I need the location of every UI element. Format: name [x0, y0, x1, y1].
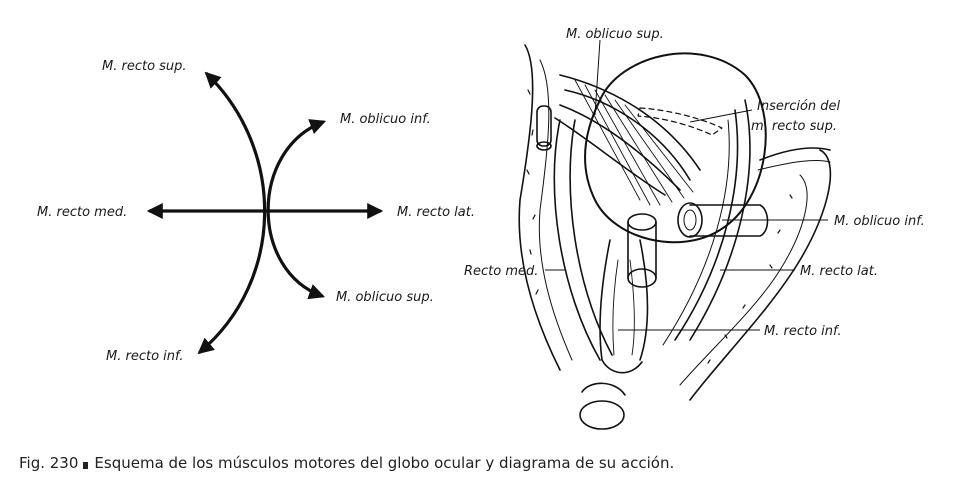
figure-caption: Fig. 230 Esquema de los músculos motores … — [19, 454, 674, 472]
oblicuo-arc-arrow — [266, 119, 326, 300]
label-oblicuo-sup: M. oblicuo sup. — [336, 290, 434, 305]
label-recto-inf-illus: M. recto inf. — [764, 324, 842, 339]
label-insercion-2: m. recto sup. — [751, 119, 837, 134]
bullet-square-icon — [83, 462, 89, 469]
label-oblicuo-inf-illus: M. oblicuo inf. — [834, 214, 925, 229]
label-recto-lat: M. recto lat. — [397, 205, 475, 220]
eyeball — [584, 52, 767, 244]
label-recto-lat-illus: M. recto lat. — [800, 264, 878, 279]
label-recto-sup: M. recto sup. — [102, 59, 187, 74]
figure-number: Fig. 230 — [19, 454, 79, 472]
recto-arc-arrow — [197, 71, 267, 355]
label-insercion-1: Inserción del — [757, 99, 841, 114]
label-oblicuo-sup-illus: M. oblicuo sup. — [566, 27, 664, 42]
label-recto-med: M. recto med. — [37, 205, 127, 220]
label-recto-inf: M. recto inf. — [106, 349, 184, 364]
label-recto-med-illus: Recto med. — [464, 264, 538, 279]
label-oblicuo-inf: M. oblicuo inf. — [340, 112, 431, 127]
caption-text: Esquema de los músculos motores del glob… — [94, 454, 675, 472]
